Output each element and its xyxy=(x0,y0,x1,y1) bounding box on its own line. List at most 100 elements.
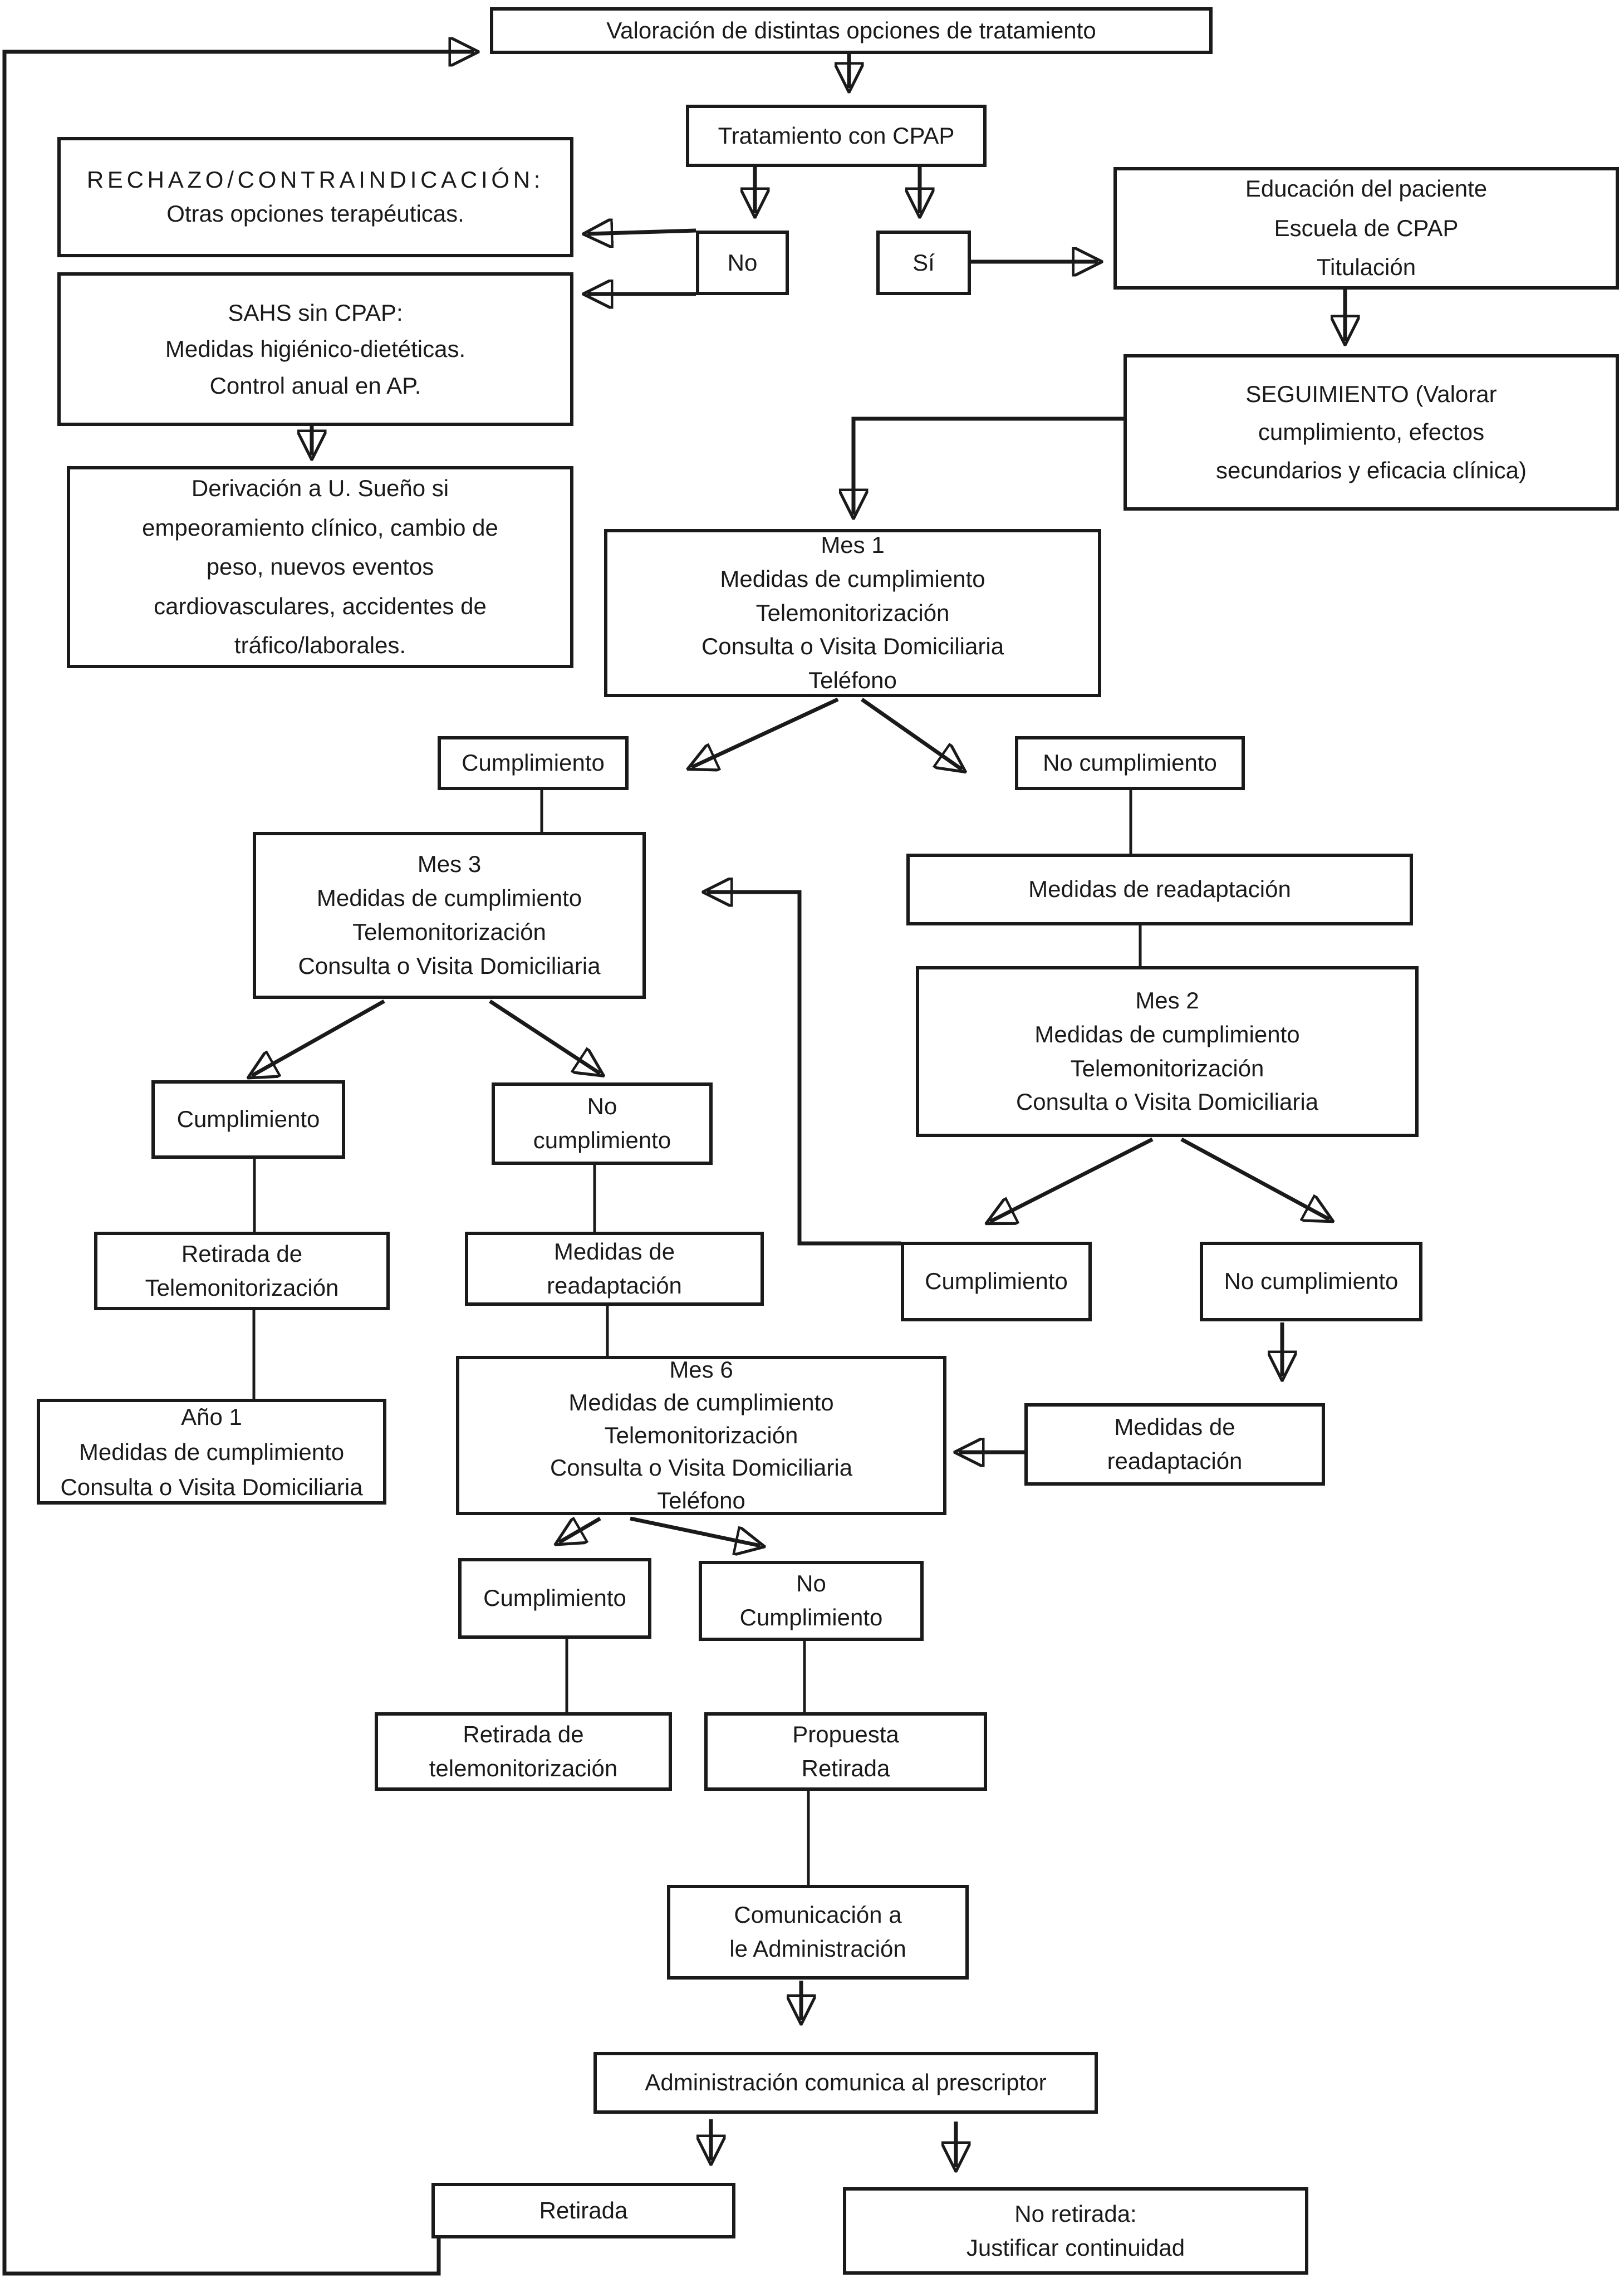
node-text-line: Medidas de xyxy=(553,1238,675,1265)
edge-mes2-to-cumplimiento xyxy=(990,1137,1154,1222)
node-text-line: Educación del paciente xyxy=(1245,175,1488,202)
edge-retirada-feedback-to-valoracion xyxy=(2,52,474,2276)
node-text-line: Medidas de cumplimiento xyxy=(720,565,985,592)
node-text-line: Escuela de CPAP xyxy=(1274,214,1459,241)
node-text-line: Teléfono xyxy=(808,667,897,694)
node-tratamiento-cpap: Tratamiento con CPAP xyxy=(686,105,987,167)
node-text-line: No xyxy=(587,1093,617,1120)
node-text-line: cumplimiento, efectos xyxy=(1258,419,1485,445)
node-rechazo-title: RECHAZO/CONTRAINDICACIÓN: xyxy=(86,166,544,193)
node-sahs-sin-cpap: SAHS sin CPAP: Medidas higiénico-dietétic… xyxy=(57,272,573,426)
node-text-line: Cumplimiento xyxy=(483,1585,626,1611)
edge-mes3-to-cumplimiento xyxy=(252,999,385,1076)
node-text-line: le Administración xyxy=(729,1936,906,1962)
node-text-line: No cumplimiento xyxy=(1043,749,1217,776)
node-text-line: Cumplimiento xyxy=(176,1106,320,1133)
edge-no-to-rechazo xyxy=(587,231,696,234)
node-text-line: Consulta o Visita Domiciliaria xyxy=(60,1473,363,1500)
node-text-line: Retirada xyxy=(801,1755,890,1781)
node-text-line: Medidas de cumplimiento xyxy=(78,1438,345,1465)
node-retirada: Retirada xyxy=(431,2183,735,2238)
node-text-line: empeoramiento clínico, cambio de xyxy=(142,514,498,541)
node-text-line: Telemonitorización xyxy=(755,599,950,626)
node-text-line: tráfico/laborales. xyxy=(234,632,406,659)
node-administracion-comunica: Administración comunica al prescriptor xyxy=(593,2052,1098,2114)
node-text-line: Titulación xyxy=(1316,254,1416,281)
node-text-line: Retirada de xyxy=(181,1240,303,1267)
node-no-cumplimiento-mes3: No cumplimiento xyxy=(492,1082,713,1165)
node-text-line: Mes 6 xyxy=(669,1356,733,1383)
node-text-line: Medidas de xyxy=(1114,1414,1235,1441)
node-text-line: No xyxy=(796,1570,826,1597)
node-retirada-telemonitorizacion-mes3: Retirada de Telemonitorización xyxy=(94,1232,390,1310)
edge-mes6-to-no-cumplimiento xyxy=(630,1516,761,1546)
node-text-line: No xyxy=(727,249,758,276)
node-text-line: readaptación xyxy=(547,1272,682,1299)
node-text-line: readaptación xyxy=(1107,1448,1243,1474)
node-text-line: Medidas de cumplimiento xyxy=(1034,1021,1300,1047)
node-text-line: Medidas de readaptación xyxy=(1028,876,1291,903)
node-text-line: Consulta o Visita Domiciliaria xyxy=(701,633,1004,660)
node-text-line: Administración comunica al prescriptor xyxy=(645,2069,1047,2096)
node-text-line: Teléfono xyxy=(657,1487,745,1514)
edge-mes3-to-no-cumplimiento xyxy=(489,1000,600,1074)
node-text-line: Medidas de cumplimiento xyxy=(316,885,582,912)
node-text-line: Cumplimiento xyxy=(462,749,605,776)
node-text-line: Retirada de xyxy=(463,1721,584,1747)
node-cumplimiento-mes2: Cumplimiento xyxy=(901,1242,1092,1321)
node-text-line: Telemonitorización xyxy=(145,1274,339,1301)
node-rechazo-subtitle: Otras opciones terapéuticas. xyxy=(166,200,464,227)
node-valoracion: Valoración de distintas opciones de trat… xyxy=(490,7,1213,54)
node-text-line: Propuesta xyxy=(792,1721,899,1747)
node-text-line: Retirada xyxy=(539,2197,628,2223)
edge-mes1-to-cumplimiento xyxy=(691,697,839,767)
node-text-line: Telemonitorización xyxy=(604,1422,798,1448)
node-comunicacion-administracion: Comunicación a le Administración xyxy=(667,1885,969,1980)
node-text-line: Sí xyxy=(912,249,935,276)
node-text-line: SAHS sin CPAP: xyxy=(228,300,403,326)
node-text-line: Telemonitorización xyxy=(1070,1055,1264,1081)
node-medidas-readaptacion-mes1: Medidas de readaptación xyxy=(906,854,1413,925)
node-text-line: Consulta o Visita Domiciliaria xyxy=(549,1454,853,1481)
node-text-line: Comunicación a xyxy=(734,1902,902,1928)
node-si: Sí xyxy=(876,231,971,295)
node-text-line: Derivación a U. Sueño si xyxy=(191,475,449,502)
node-text-line: Telemonitorización xyxy=(352,919,546,945)
edge-mes2-to-no-cumplimiento xyxy=(1180,1137,1329,1219)
node-no-cumplimiento-mes2: No cumplimiento xyxy=(1200,1242,1422,1321)
node-text-line: Control anual en AP. xyxy=(209,372,421,399)
node-text-line: SEGUIMIENTO (Valorar xyxy=(1245,381,1497,408)
edge-seguimiento-to-mes1 xyxy=(853,417,1123,515)
node-text-line: secundarios y eficacia clínica) xyxy=(1216,457,1527,483)
node-text-line: Año 1 xyxy=(181,1403,242,1430)
node-text-line: Cumplimiento xyxy=(925,1268,1068,1295)
node-text-line: Justificar continuidad xyxy=(966,2234,1185,2261)
node-text-line: peso, nuevos eventos xyxy=(206,553,434,580)
node-cumplimiento-mes3: Cumplimiento xyxy=(151,1080,345,1159)
node-text-line: cardiovasculares, accidentes de xyxy=(154,592,487,619)
node-seguimiento: SEGUIMIENTO (Valorar cumplimiento, efecto… xyxy=(1123,354,1619,511)
node-no: No xyxy=(696,231,789,295)
node-text-line: Medidas higiénico-dietéticas. xyxy=(165,336,466,362)
node-medidas-readaptacion-mes3: Medidas de readaptación xyxy=(465,1232,764,1306)
node-text-line: Cumplimiento xyxy=(739,1604,883,1630)
edge-mes1-to-no-cumplimiento xyxy=(860,698,962,770)
node-text-line: Medidas de cumplimiento xyxy=(568,1389,834,1415)
node-cumplimiento-mes6: Cumplimiento xyxy=(458,1558,651,1639)
node-text-line: No retirada: xyxy=(1014,2200,1137,2227)
node-text-line: Valoración de distintas opciones de trat… xyxy=(606,17,1096,43)
node-medidas-readaptacion-mes2: Medidas de readaptación xyxy=(1024,1403,1325,1486)
edge-cumplimiento-mes2-to-mes3 xyxy=(707,892,901,1246)
node-no-retirada: No retirada: Justificar continuidad xyxy=(843,2187,1308,2275)
node-text-line: No cumplimiento xyxy=(1224,1268,1399,1295)
node-text-line: cumplimiento xyxy=(533,1127,671,1153)
